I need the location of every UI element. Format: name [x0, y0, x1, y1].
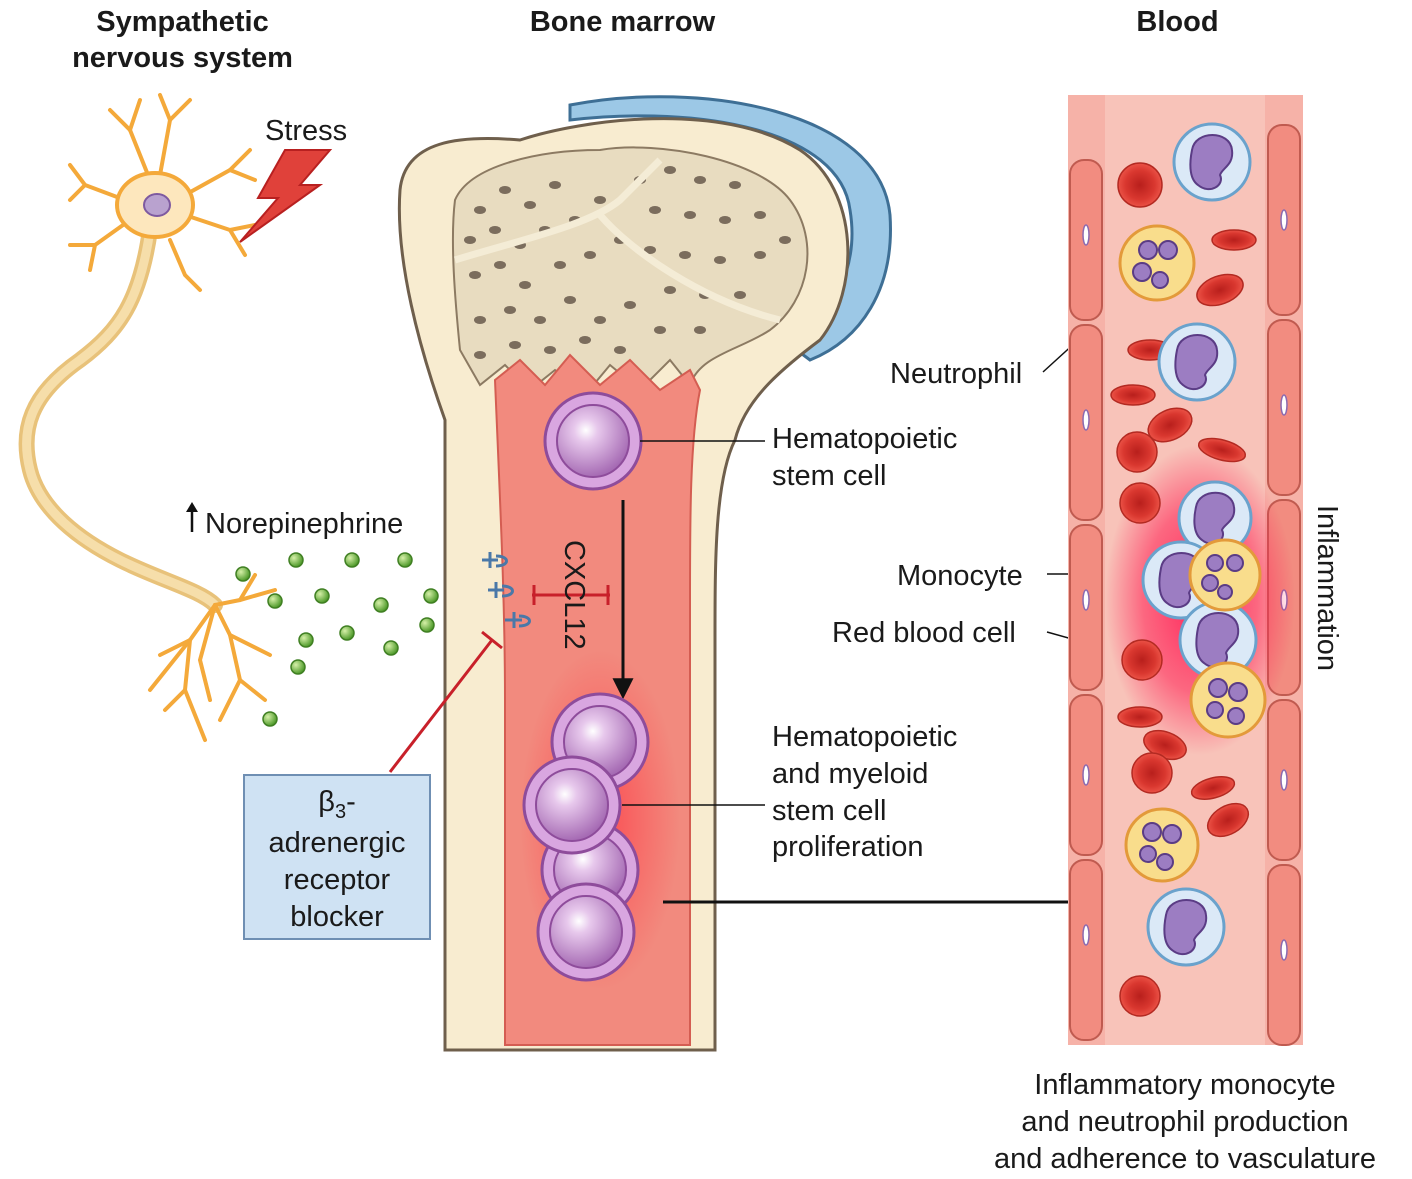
label-prolif-line3: stem cell: [772, 794, 887, 827]
header-sympathetic: Sympathetic nervous system: [30, 4, 335, 77]
label-proliferation: Hematopoietic and myeloid stem cell prol…: [772, 719, 957, 866]
receptor-icon: [482, 552, 531, 628]
label-red-blood-cell: Red blood cell: [832, 617, 1016, 649]
label-stress: Stress: [265, 115, 348, 147]
hematopoietic-stem-cell: [543, 391, 643, 491]
blocker-line3: receptor: [283, 864, 391, 897]
norepinephrine-vesicles: [235, 552, 473, 727]
header-bone-marrow: Bone marrow: [529, 6, 716, 38]
caption-line1: Inflammatory monocyte: [1034, 1069, 1336, 1101]
header-blood: Blood: [1136, 6, 1219, 38]
label-cxcl12: CXCL12: [558, 540, 590, 650]
blocker-line1: β3-: [245, 784, 429, 825]
blocker-line4: blocker: [290, 900, 384, 933]
blocker-line2: adrenergic: [268, 827, 406, 860]
blocker-subscript: 3: [334, 800, 347, 823]
red-blood-cells: [1110, 162, 1257, 1017]
label-neutrophil: Neutrophil: [890, 358, 1023, 390]
caption-line2: and neutrophil production: [1021, 1105, 1349, 1138]
label-norepinephrine: Norepinephrine: [205, 508, 404, 540]
blocker-beta: β: [318, 786, 335, 818]
blocker-dash: -: [346, 786, 356, 818]
label-hsc-line2: stem cell: [772, 459, 887, 492]
caption-line3: and adherence to vasculature: [993, 1142, 1377, 1175]
neuron-icon: [18, 93, 277, 742]
label-inflammation: Inflammation: [1311, 505, 1343, 672]
label-prolif-line4: proliferation: [772, 831, 924, 864]
label-monocyte: Monocyte: [897, 560, 1023, 592]
lightning-bolt-icon: [239, 149, 333, 243]
label-hsc-line1: Hematopoietic: [772, 423, 958, 455]
bone-shape: [397, 95, 892, 1052]
label-prolif-line1: Hematopoietic: [772, 721, 958, 753]
label-hematopoietic-stem-cell: Hematopoietic stem cell: [772, 421, 957, 495]
header-sympathetic-line2: nervous system: [72, 42, 293, 75]
neutrophils: [1118, 224, 1267, 883]
header-sympathetic-line1: Sympathetic: [96, 6, 269, 38]
label-prolif-line2: and myeloid: [772, 757, 929, 790]
up-arrow-icon: [186, 502, 198, 532]
beta3-blocker-box: β3- adrenergic receptor blocker: [243, 774, 431, 940]
inhibit-bar-icon: [388, 585, 610, 773]
caption-bottom: Inflammatory monocyte and neutrophil pro…: [960, 1067, 1410, 1177]
proliferating-stem-cells: [522, 692, 650, 982]
